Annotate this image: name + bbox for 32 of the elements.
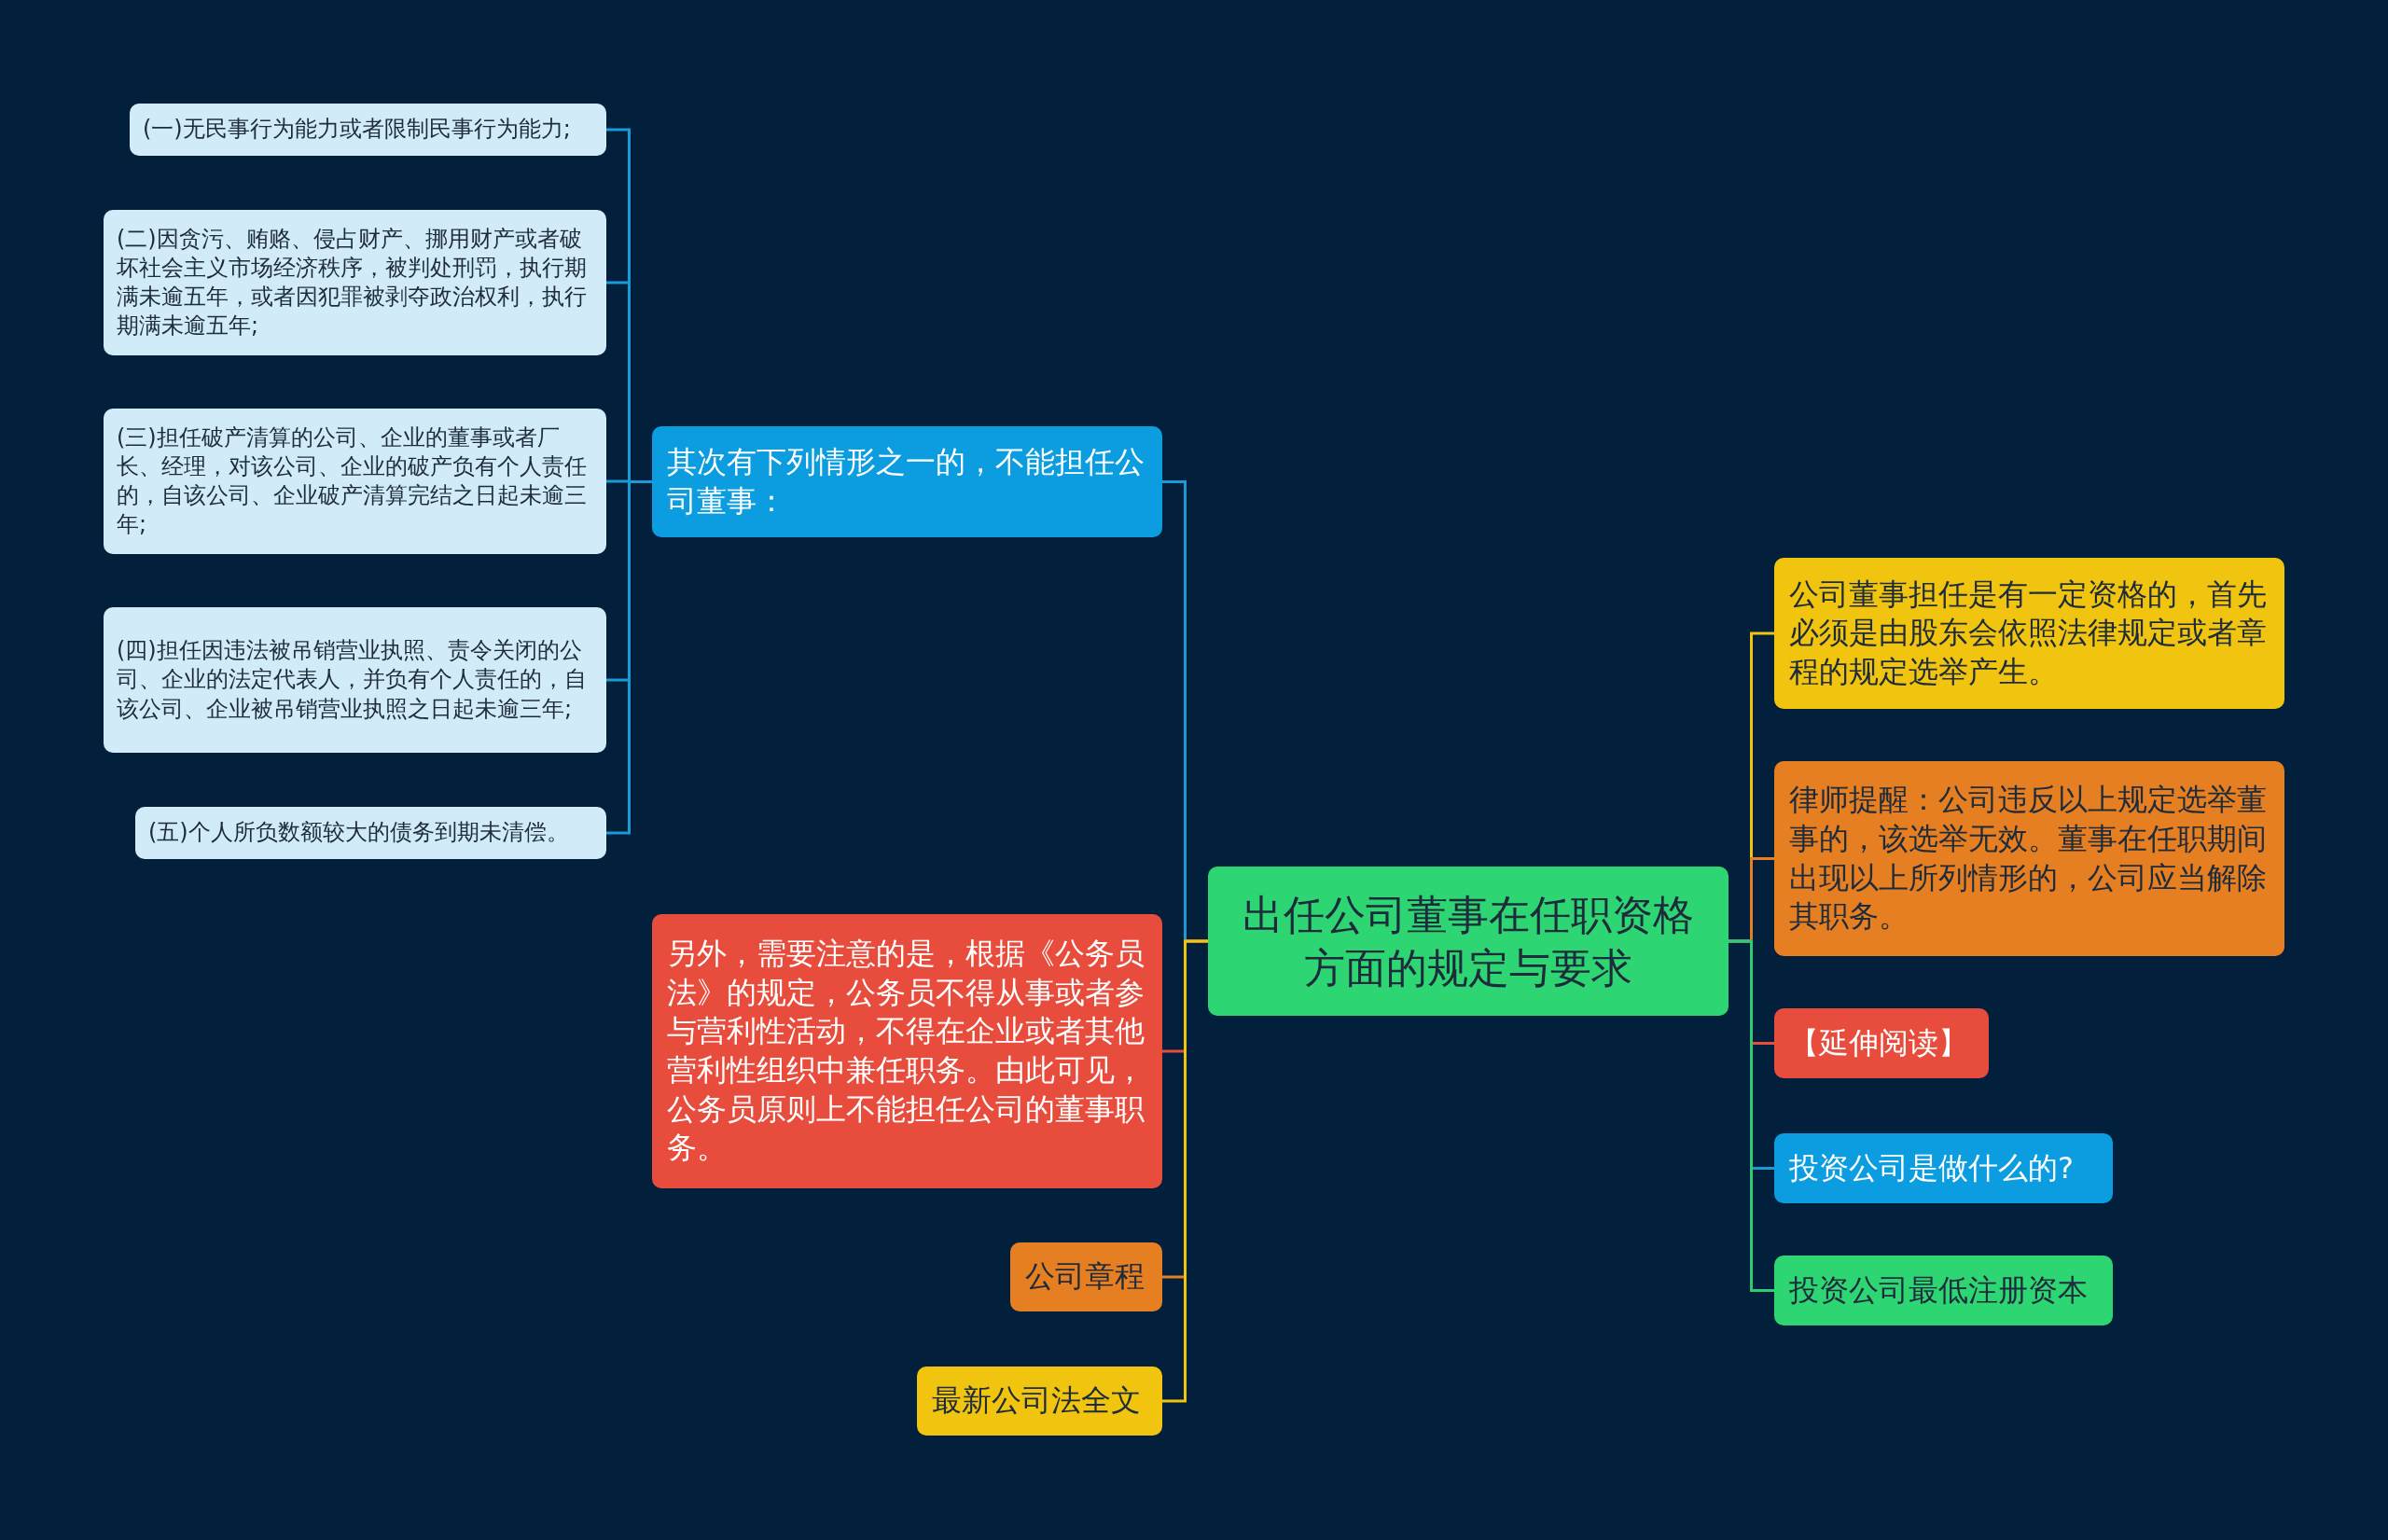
branch-topic (917, 1367, 1162, 1436)
connector-line (606, 480, 652, 835)
branch-topic (652, 914, 1162, 1188)
branch-topic (1774, 558, 2284, 709)
topic-text: (五)个人所负数额较大的债务到期未清偿。 (148, 818, 570, 848)
topic-text: (一)无民事行为能力或者限制民事行为能力; (143, 115, 572, 145)
topic-text: (二)因贪污、贿赂、侵占财产、挪用财产或者破坏社会主义市场经济秩序，被判处刑罚，执行期满未逾五年，或者因犯罪被剥夺政治权利，执行期满未逾五年; (117, 224, 588, 341)
branch-topic (652, 426, 1162, 537)
subtopic (130, 104, 606, 156)
subtopic (104, 210, 606, 355)
topic-text: 公司董事担任是有一定资格的，首先必须是由股东会依照法律规定或者章程的规定选举产生。 (1789, 575, 2268, 691)
topic-text: 律师提醒：公司违反以上规定选举董事的，该选举无效。董事在任职期间出现以上所列情形的，公司应当解除其职务。 (1789, 781, 2268, 936)
subtopic (104, 607, 606, 753)
topic-text: (三)担任破产清算的公司、企业的董事或者厂长、经理，对该公司、企业的破产负有个人责任的，自该公司、企业破产清算完结之日起未逾三年; (117, 423, 588, 540)
topic-text: (四)担任因违法被吊销营业执照、责令关闭的公司、企业的法定代表人，并负有个人责任的，自该公司、企业被吊销营业执照之日起未逾三年; (117, 636, 588, 724)
connector-line (1729, 939, 1774, 1292)
topic-text: 最新公司法全文 (932, 1381, 1142, 1421)
topic-text: 出任公司董事在任职资格方面的规定与要求 (1242, 889, 1695, 993)
branch-topic (1774, 1256, 2113, 1325)
central-topic (1208, 867, 1729, 1016)
topic-text: 投资公司最低注册资本 (1789, 1270, 2089, 1310)
branch-topic (1774, 1133, 2113, 1203)
subtopic (135, 807, 606, 859)
branch-topic (1010, 1242, 1162, 1311)
subtopic (104, 409, 606, 554)
topic-text: 其次有下列情形之一的，不能担任公司董事： (667, 442, 1145, 520)
branch-topic (1774, 761, 2284, 956)
topic-text: 【延伸阅读】 (1789, 1023, 1969, 1062)
topic-text: 投资公司是做什么的? (1789, 1148, 2075, 1187)
branch-topic (1774, 1008, 1989, 1078)
topic-text: 另外，需要注意的是，根据《公务员法》的规定，公务员不得从事或者参与营利性活动，不得在企业或者其他营利性组织中兼任职务。由此可见，公务员原则上不能担任公司的董事职务。 (667, 935, 1145, 1168)
topic-text: 公司章程 (1025, 1257, 1145, 1297)
